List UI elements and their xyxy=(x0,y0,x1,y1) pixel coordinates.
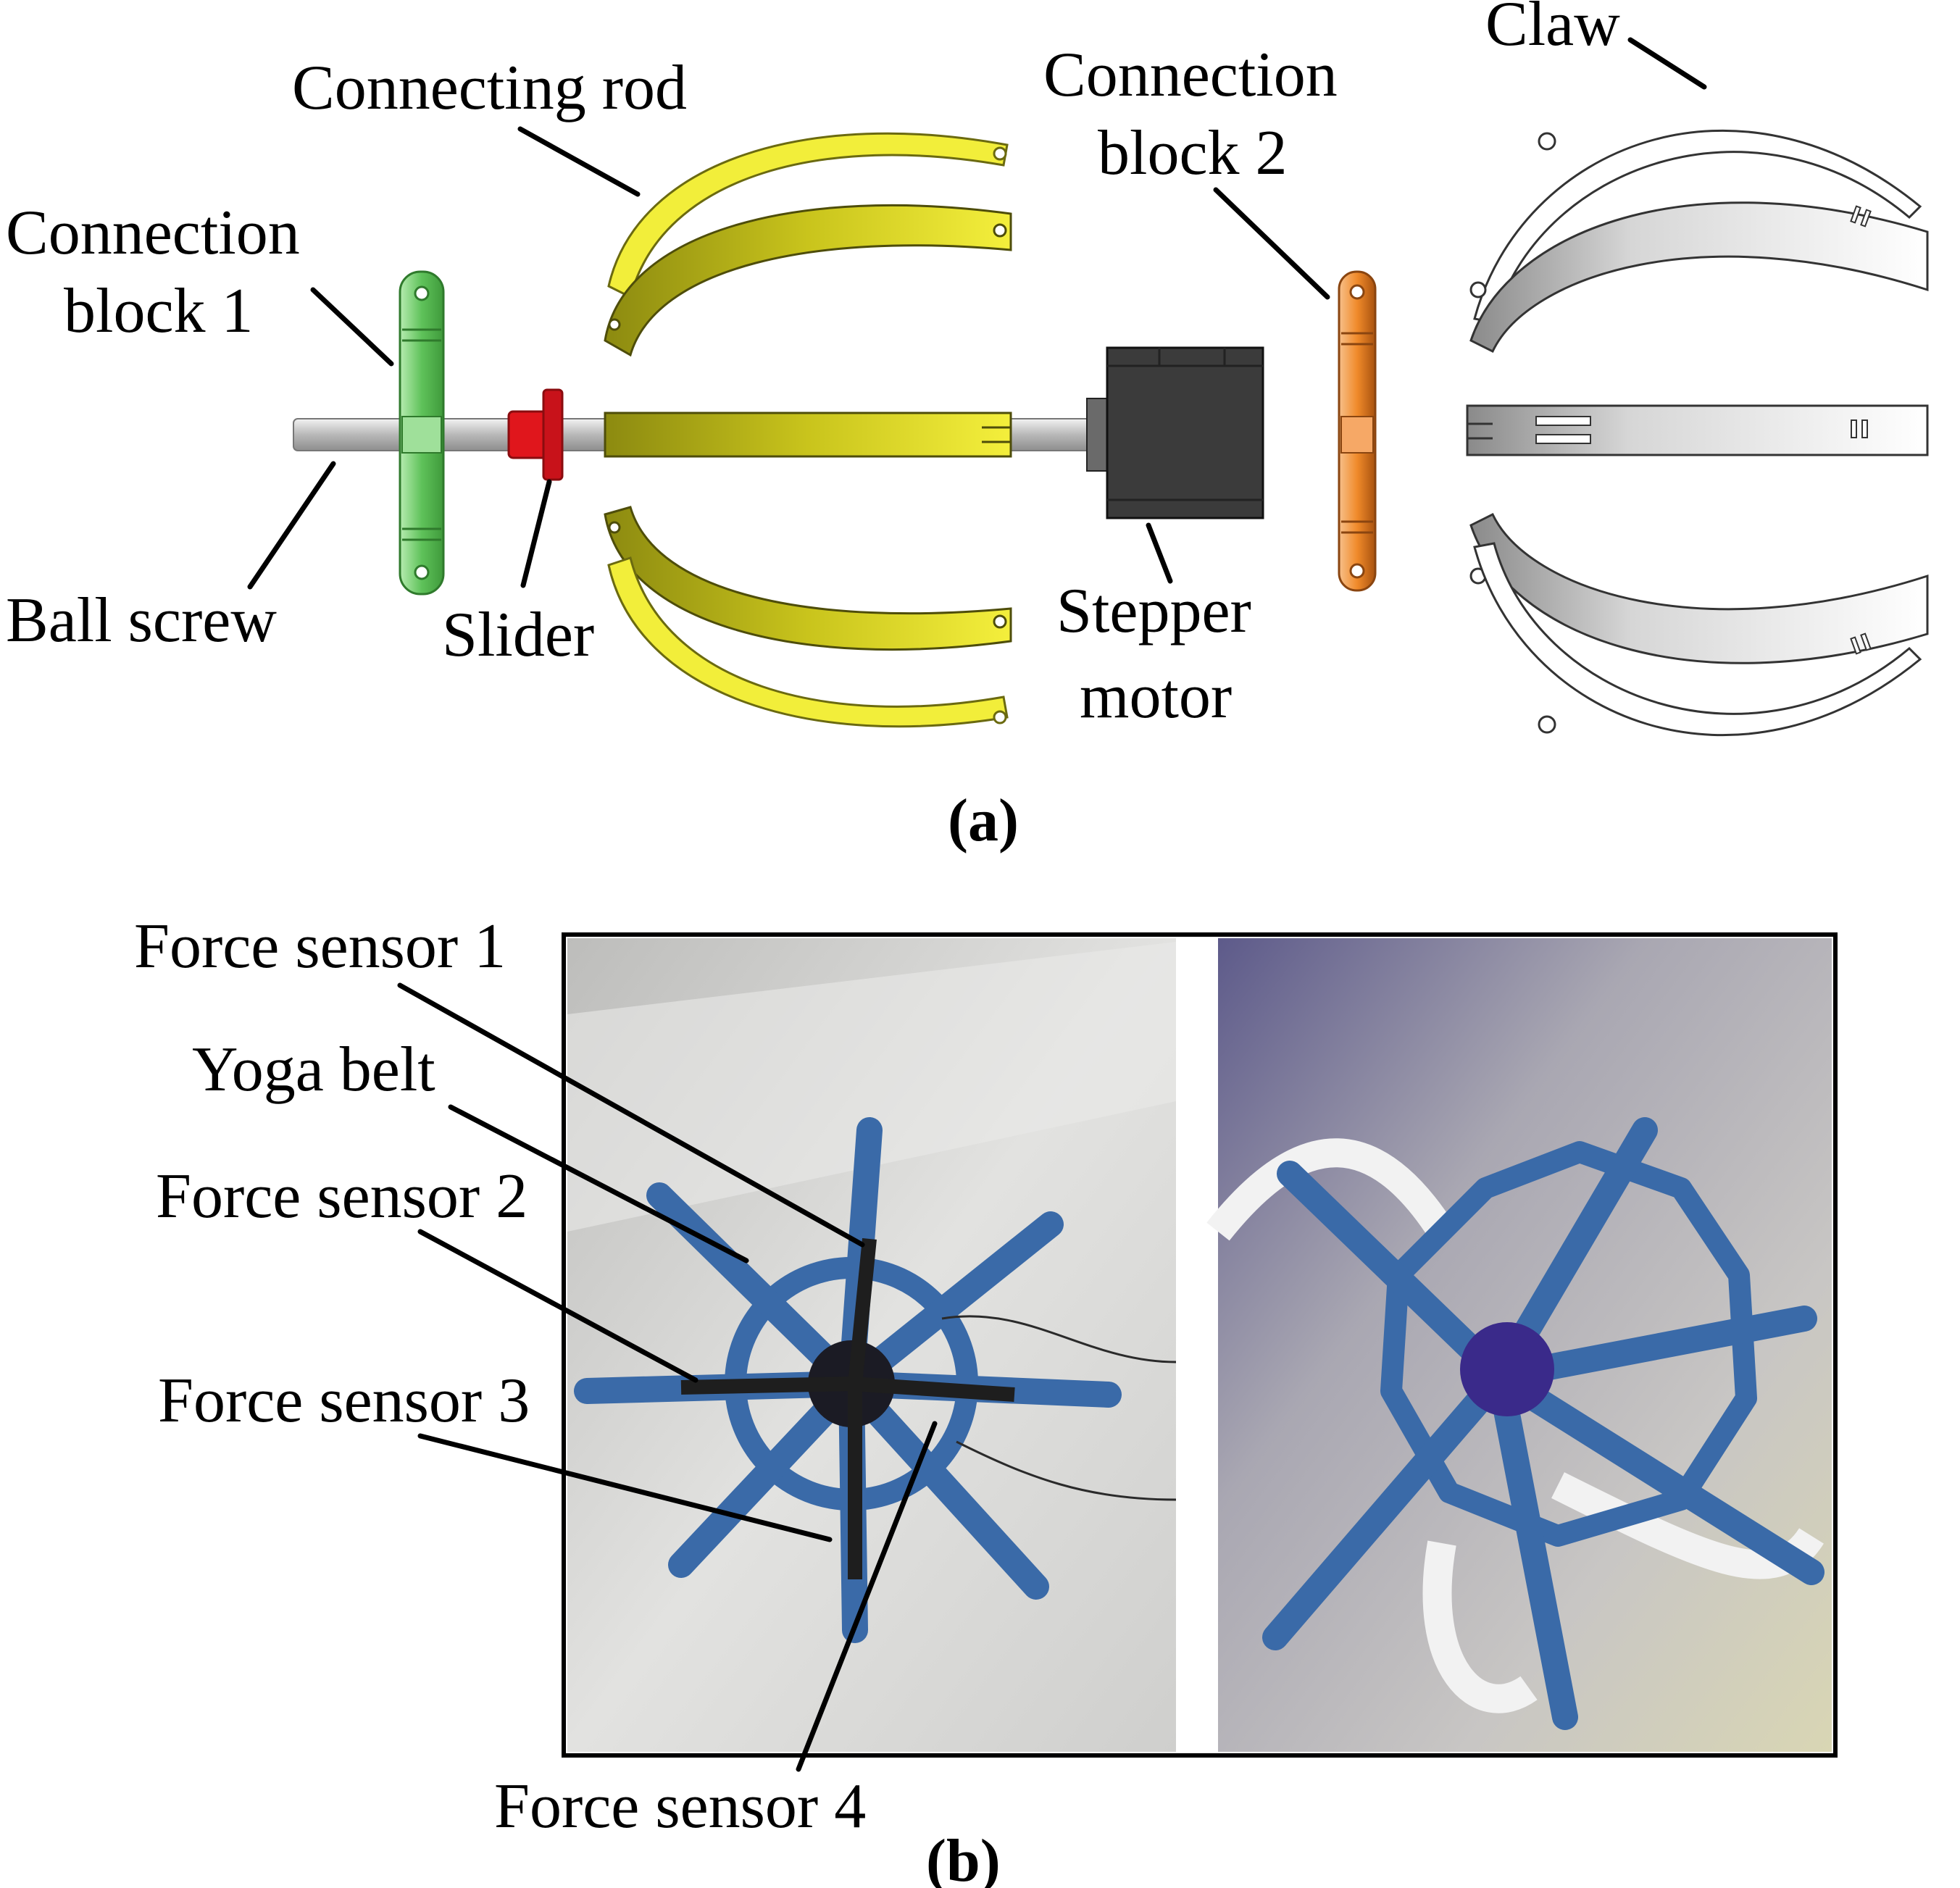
panel-a: Connecting rod Connection block 2 Claw C… xyxy=(6,0,1929,854)
label-stepper-motor-line2: motor xyxy=(1080,661,1232,732)
caption-a: (a) xyxy=(948,787,1019,854)
leader-connection-block-1 xyxy=(310,287,394,367)
leader-connecting-rod xyxy=(517,126,641,197)
claw-upper xyxy=(1469,129,1929,354)
leader-stepper-motor xyxy=(1146,522,1173,584)
label-connecting-rod: Connecting rod xyxy=(292,53,687,123)
leader-ball-screw xyxy=(247,461,336,590)
label-force-sensor-3: Force sensor 3 xyxy=(158,1366,530,1436)
photo-right xyxy=(1206,938,1832,1752)
leader-slider xyxy=(520,479,552,588)
slider xyxy=(507,388,564,481)
force-sensors-left xyxy=(680,1238,1015,1579)
photo-left xyxy=(567,938,1177,1752)
panel-b: Force sensor 1 Yoga belt Force sensor 2 … xyxy=(134,911,1838,1888)
hub-right xyxy=(1460,1322,1554,1416)
label-force-sensor-4: Force sensor 4 xyxy=(494,1771,866,1842)
label-slider: Slider xyxy=(442,600,594,670)
connecting-rod-upper xyxy=(604,132,1012,357)
label-claw: Claw xyxy=(1485,0,1620,59)
label-force-sensor-1: Force sensor 1 xyxy=(134,911,506,982)
leader-yoga-belt xyxy=(448,1104,749,1263)
caption-b: (b) xyxy=(926,1827,1001,1888)
label-connection-block-2-line1: Connection xyxy=(1043,40,1338,110)
label-stepper-motor-line1: Stepper xyxy=(1056,576,1251,646)
stepper-motor xyxy=(1086,346,1264,519)
label-connection-block-1-line1: Connection xyxy=(6,198,300,268)
label-force-sensor-2: Force sensor 2 xyxy=(156,1161,527,1232)
photo-divider xyxy=(1176,938,1218,1752)
leader-force-sensor-2 xyxy=(417,1229,698,1383)
label-connection-block-1-line2: block 1 xyxy=(64,276,254,346)
connection-block-1 xyxy=(399,270,445,596)
claw-middle xyxy=(1466,404,1929,456)
yoga-belt-right xyxy=(1262,1117,1825,1730)
label-yoga-belt: Yoga belt xyxy=(192,1035,435,1105)
label-ball-screw: Ball screw xyxy=(6,585,277,656)
leader-connection-block-2 xyxy=(1213,187,1330,300)
leader-force-sensor-4 xyxy=(796,1421,938,1772)
connection-block-2 xyxy=(1338,270,1377,592)
leader-claw xyxy=(1627,37,1707,90)
connecting-rod-lower xyxy=(604,506,1012,728)
connecting-rod-middle xyxy=(604,412,1012,458)
leader-force-sensor-3 xyxy=(417,1433,833,1542)
label-connection-block-2-line2: block 2 xyxy=(1098,118,1288,188)
leader-force-sensor-1 xyxy=(397,982,865,1248)
sensor-wires xyxy=(941,1315,1177,1501)
claw-lower xyxy=(1469,512,1929,737)
